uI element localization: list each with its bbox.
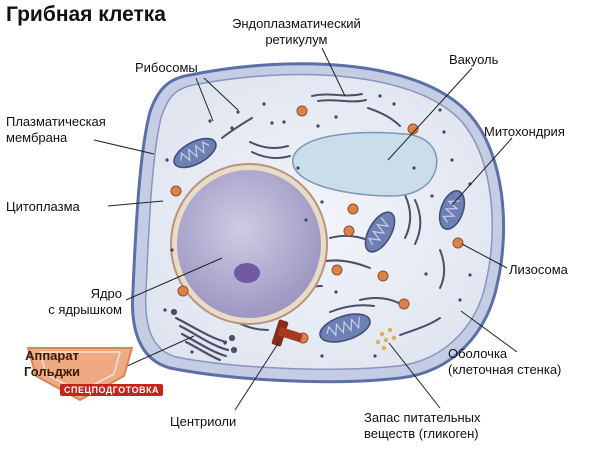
centrioles <box>271 319 303 347</box>
lysosomes <box>170 105 464 344</box>
golgi-apparatus <box>170 308 238 362</box>
label-mitochondria: Митохондрия <box>484 124 565 139</box>
label-centrioles: Центриоли <box>170 414 237 429</box>
glycogen-reserve <box>375 327 397 351</box>
label-cell-wall: Оболочка(клеточная стенка) <box>448 346 562 377</box>
label-lysosome: Лизосома <box>509 262 568 277</box>
watermark-text: СПЕЦПОДГОТОВКА <box>60 384 164 396</box>
label-ribosomes: Рибосомы <box>135 60 198 75</box>
label-cytoplasm: Цитоплазма <box>6 199 80 214</box>
ribosomes <box>163 94 472 358</box>
nucleolus <box>234 263 260 283</box>
vacuole <box>291 131 438 197</box>
mitochondria <box>173 137 466 343</box>
label-vacuole: Вакуоль <box>449 52 499 67</box>
nucleus <box>170 163 328 325</box>
diagram-title: Грибная клетка <box>6 3 166 26</box>
leader-lines <box>93 47 518 411</box>
